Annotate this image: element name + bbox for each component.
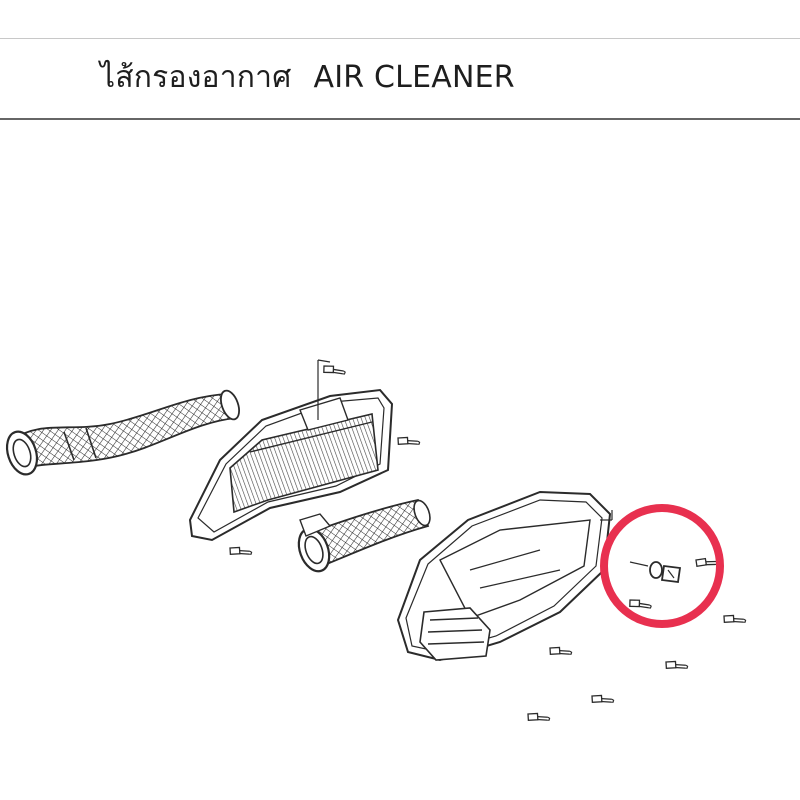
connecting-tube [297, 498, 431, 573]
exploded-parts-diagram [5, 359, 747, 727]
title-thai: ไส้กรองอากาศ [100, 60, 292, 95]
intake-duct-hose [5, 389, 241, 476]
air-cleaner-case [396, 490, 613, 662]
highlight-circle-icon [600, 504, 724, 628]
top-divider [0, 38, 800, 39]
header-divider [0, 118, 800, 120]
drain-clip-parts [629, 561, 682, 584]
air-cleaner-cover [188, 359, 394, 542]
title-english: AIR CLEANER [313, 60, 515, 95]
page-title: ไส้กรองอากาศ AIR CLEANER [100, 56, 515, 100]
